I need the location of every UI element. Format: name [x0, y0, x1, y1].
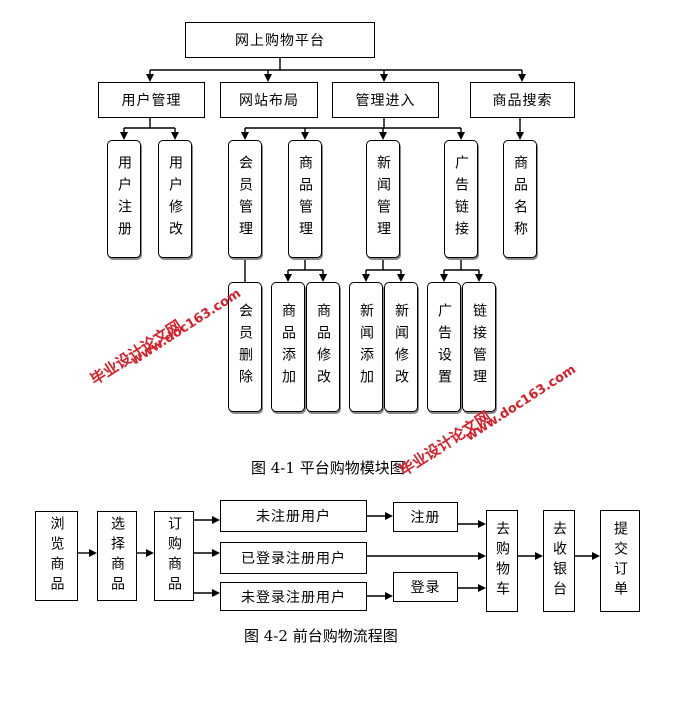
node-site-layout: 网站布局 — [220, 82, 318, 118]
arrowhead-down-icon — [518, 74, 526, 82]
arrowhead-right-icon — [212, 589, 220, 597]
node-member-delete: 会员删除 — [228, 282, 262, 412]
root-node: 网上购物平台 — [185, 22, 375, 58]
arrowhead-down-icon — [440, 274, 448, 282]
node-product-add: 商品添加 — [271, 282, 305, 412]
step-select: 选择商品 — [97, 511, 137, 601]
go-to-checkout: 去收银台 — [543, 510, 575, 612]
arrowhead-right-icon — [478, 584, 486, 592]
login-action: 登录 — [393, 572, 458, 602]
arrowhead-right-icon — [89, 549, 97, 557]
arrowhead-down-icon — [301, 132, 309, 140]
arrowhead-right-icon — [146, 549, 154, 557]
arrowhead-right-icon — [212, 549, 220, 557]
arrowhead-right-icon — [478, 520, 486, 528]
not-logged-in-user: 未登录注册用户 — [220, 582, 367, 611]
node-user-management: 用户管理 — [98, 82, 205, 118]
arrowhead-down-icon — [379, 132, 387, 140]
arrowhead-right-icon — [478, 552, 486, 560]
submit-order: 提交订单 — [600, 510, 640, 612]
arrowhead-down-icon — [120, 132, 128, 140]
node-product-modify: 商品修改 — [306, 282, 340, 412]
unregistered-user: 未注册用户 — [220, 500, 367, 532]
node-product-search: 商品搜索 — [470, 82, 575, 118]
arrowhead-right-icon — [592, 552, 600, 560]
figure-caption-2: 图 4-2 前台购物流程图 — [244, 627, 398, 645]
node-member-management: 会员管理 — [228, 140, 262, 258]
node-ad-settings: 广告设置 — [427, 282, 461, 412]
logged-in-user: 已登录注册用户 — [220, 542, 367, 574]
arrowhead-down-icon — [241, 132, 249, 140]
arrowhead-down-icon — [397, 274, 405, 282]
node-news-modify: 新闻修改 — [384, 282, 418, 412]
node-user-modify: 用户修改 — [158, 140, 192, 258]
go-to-cart: 去购物车 — [486, 510, 518, 612]
register-action: 注册 — [393, 502, 458, 532]
arrowhead-down-icon — [380, 74, 388, 82]
node-user-register: 用户注册 — [107, 140, 141, 258]
node-link-management: 链接管理 — [462, 282, 496, 412]
arrowhead-down-icon — [457, 132, 465, 140]
arrowhead-right-icon — [212, 516, 220, 524]
node-product-management: 商品管理 — [288, 140, 322, 258]
node-admin-entry: 管理进入 — [332, 82, 439, 118]
step-order: 订购商品 — [154, 511, 194, 601]
node-ad-links: 广告链接 — [444, 140, 478, 258]
arrowhead-down-icon — [516, 132, 524, 140]
arrowhead-down-icon — [171, 132, 179, 140]
step-browse: 浏览商品 — [35, 511, 78, 601]
arrowhead-right-icon — [535, 552, 543, 560]
node-news-add: 新闻添加 — [349, 282, 383, 412]
arrowhead-down-icon — [475, 274, 483, 282]
arrowhead-down-icon — [264, 74, 272, 82]
arrowhead-down-icon — [146, 74, 154, 82]
arrowhead-down-icon — [284, 274, 292, 282]
figure-caption-1: 图 4-1 平台购物模块图 — [251, 459, 405, 477]
arrowhead-down-icon — [319, 274, 327, 282]
node-news-management: 新闻管理 — [366, 140, 400, 258]
node-product-name: 商品名称 — [503, 140, 537, 258]
arrowhead-right-icon — [385, 592, 393, 600]
arrowhead-down-icon — [362, 274, 370, 282]
arrowhead-right-icon — [385, 512, 393, 520]
